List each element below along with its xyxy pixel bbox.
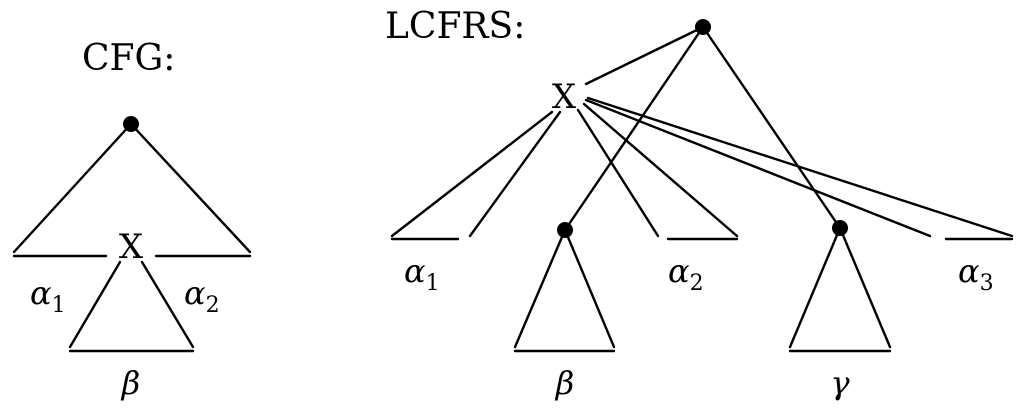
cfg-edge-left — [12, 122, 133, 254]
lcfrs-root-edge-gamma — [701, 25, 842, 230]
lcfrs-root-edge-x — [584, 25, 705, 86]
lcfrs-x-edge-alpha1-left — [390, 110, 554, 238]
lcfrs-gamma-edge-left — [788, 226, 842, 349]
cfg-x-edge-right — [140, 260, 195, 349]
cfg-alpha2-label: α2 — [184, 274, 220, 318]
lcfrs-x-edge-alpha3-right — [586, 96, 1014, 238]
lcfrs-root-edge-beta — [563, 25, 705, 232]
cfg-node-x: X — [119, 227, 144, 267]
lcfrs-gamma-label: γ — [830, 364, 850, 402]
lcfrs-title: LCFRS: — [385, 6, 525, 47]
lcfrs-x-edge-alpha2-left — [576, 108, 660, 238]
cfg-title: CFG: — [82, 38, 175, 79]
cfg-diagram: CFG: X α1 α2 β — [12, 38, 252, 402]
cfg-edge-right — [129, 122, 252, 254]
lcfrs-alpha3-label: α3 — [958, 252, 994, 296]
lcfrs-x-edge-alpha2-right — [582, 102, 739, 238]
lcfrs-x-edge-alpha3-left — [584, 98, 932, 238]
lcfrs-diagram: LCFRS: X α1 α2 α3 β γ — [385, 6, 1014, 402]
lcfrs-alpha1-label: α1 — [404, 252, 440, 296]
cfg-x-edge-left — [68, 260, 122, 349]
lcfrs-beta-edge-right — [563, 228, 616, 349]
lcfrs-x-edge-alpha1-right — [468, 110, 562, 238]
lcfrs-beta-label: β — [555, 364, 575, 402]
lcfrs-node-x: X — [552, 77, 577, 117]
lcfrs-beta-edge-left — [513, 228, 567, 349]
lcfrs-gamma-edge-right — [838, 226, 892, 349]
cfg-alpha1-label: α1 — [30, 274, 66, 318]
lcfrs-alpha2-label: α2 — [668, 252, 704, 296]
cfg-beta-label: β — [121, 364, 141, 402]
